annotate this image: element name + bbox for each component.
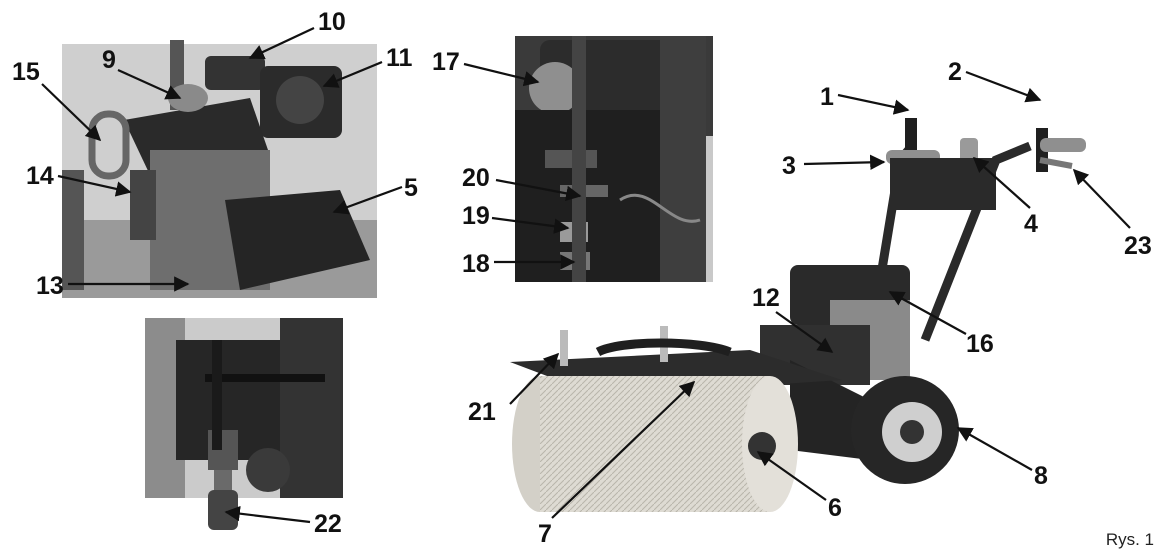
callout-8: 8	[1034, 462, 1048, 490]
sweeper-machine-photo	[510, 118, 1086, 512]
callout-15: 15	[12, 58, 40, 86]
callout-1: 1	[820, 83, 834, 111]
callout-18: 18	[462, 250, 490, 278]
arrow-7	[551, 380, 696, 519]
arrow-14	[57, 174, 132, 197]
engine-detail-photo	[62, 40, 377, 298]
arrow-4	[972, 156, 1031, 209]
arrow-17	[463, 62, 540, 87]
callout-6: 6	[828, 494, 842, 522]
arrow-3	[803, 154, 886, 171]
callout-arrows	[41, 27, 1131, 524]
arrow-22	[224, 505, 311, 524]
callout-11: 11	[386, 44, 413, 72]
callout-7: 7	[538, 520, 552, 548]
callout-14: 14	[26, 162, 54, 190]
callout-13: 13	[36, 272, 64, 300]
control-panel-detail-photo	[515, 36, 713, 282]
callout-19: 19	[462, 202, 490, 230]
callout-4: 4	[1024, 210, 1038, 238]
arrow-1	[837, 93, 910, 115]
callout-labels: 1 2 3 4 5 6 7 8 9 10 11 12 13 14 15 16 1…	[12, 8, 1152, 548]
arrow-5	[332, 185, 403, 215]
arrow-21	[509, 352, 560, 405]
arrow-9	[117, 68, 182, 100]
callout-12: 12	[752, 284, 780, 312]
arrow-20	[495, 178, 582, 201]
callout-9: 9	[102, 46, 116, 74]
arrow-16	[888, 291, 967, 335]
callout-21: 21	[468, 398, 496, 426]
arrow-19	[491, 216, 570, 234]
callout-5: 5	[404, 174, 418, 202]
callout-20: 20	[462, 164, 490, 192]
arrow-10	[248, 27, 315, 60]
callout-10: 10	[318, 8, 346, 36]
arrow-15	[41, 83, 102, 142]
callout-16: 16	[966, 330, 994, 358]
callout-22: 22	[314, 510, 342, 538]
callout-23: 23	[1124, 232, 1152, 260]
arrow-6	[756, 451, 827, 501]
callout-2: 2	[948, 58, 962, 86]
arrow-8	[956, 427, 1033, 471]
arrow-12	[775, 311, 834, 353]
figure-caption: Rys. 1	[1105, 530, 1154, 549]
arrow-23	[1072, 168, 1131, 229]
callout-17: 17	[432, 48, 460, 76]
arrow-11	[322, 60, 383, 88]
arrow-2	[965, 70, 1042, 103]
callout-3: 3	[782, 152, 796, 180]
brush-pivot-detail-photo	[145, 318, 343, 530]
